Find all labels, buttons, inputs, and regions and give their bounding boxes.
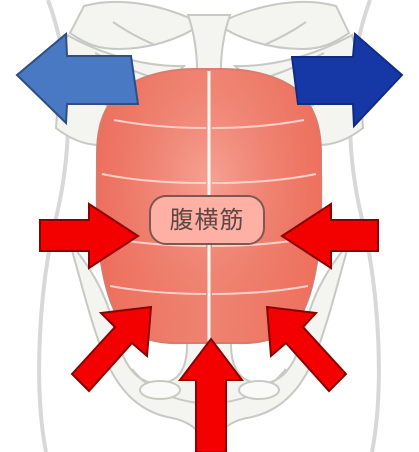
muscle-label: 腹横筋: [170, 206, 245, 234]
muscle-label-badge: 腹横筋: [150, 196, 264, 244]
